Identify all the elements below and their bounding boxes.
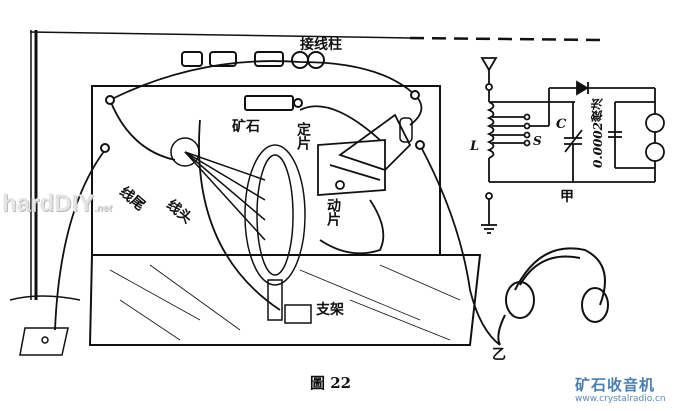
switch-label: S xyxy=(533,134,542,148)
fixed-plate-label: 定片 xyxy=(295,122,311,150)
crystal-label: 矿石 xyxy=(232,119,260,135)
crystal-detector xyxy=(244,95,303,111)
fixed-capacitor xyxy=(399,117,413,143)
bracket xyxy=(284,304,312,324)
headphone-mark: 乙 xyxy=(492,347,506,363)
headphones xyxy=(497,247,609,346)
figure-caption: 圖 22 xyxy=(310,374,352,392)
bracket-label: 支架 xyxy=(316,302,344,318)
capacitor-label: C xyxy=(556,117,567,132)
watermark-harddiy-text: hardDIY xyxy=(2,190,95,217)
watermark-harddiy: hardDIY.net xyxy=(2,190,112,218)
schematic-title: 甲 xyxy=(560,189,574,205)
capacitor-value: 0.0002微法 xyxy=(591,98,605,168)
board xyxy=(88,85,482,346)
variable-capacitor xyxy=(317,113,412,196)
schematic xyxy=(480,57,665,234)
terminal-label: 接线柱 xyxy=(300,37,342,53)
coil xyxy=(170,137,306,321)
watermark-site-name: 矿石收音机 xyxy=(575,376,656,394)
watermark-site-url: www.crystalradio.cn xyxy=(575,394,666,404)
insulators xyxy=(181,51,325,69)
wires xyxy=(54,60,501,346)
terminals xyxy=(100,90,425,153)
watermark-harddiy-suffix: .net xyxy=(94,203,112,214)
moving-plate-label: 动片 xyxy=(325,198,341,226)
coil-label: L xyxy=(470,139,480,154)
antenna-mast xyxy=(9,30,601,301)
ground-plate xyxy=(19,327,69,356)
